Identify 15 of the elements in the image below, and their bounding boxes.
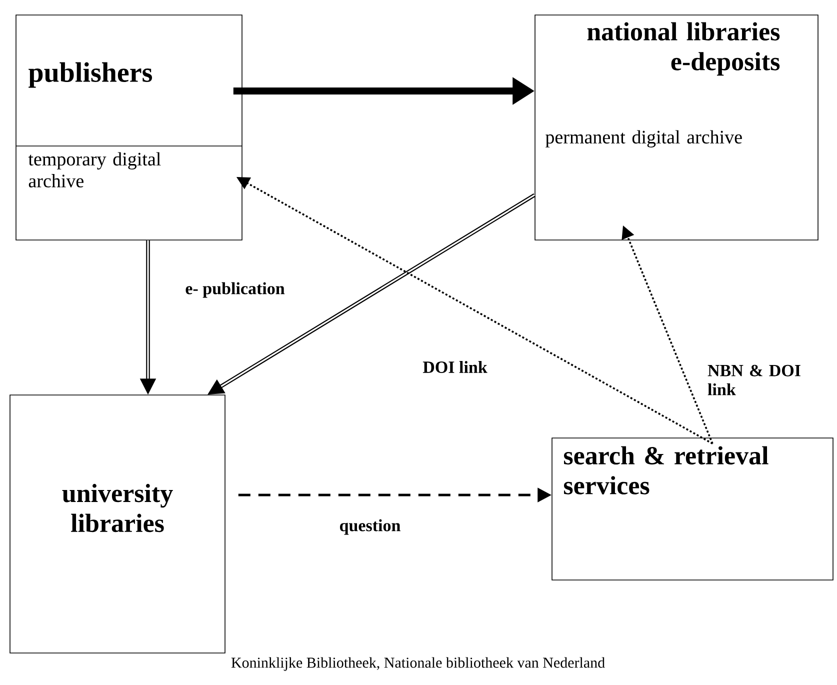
edge-label: question xyxy=(338,518,402,536)
process-box xyxy=(10,394,226,654)
process-box xyxy=(534,14,818,240)
edge-label: e- publication xyxy=(184,281,286,299)
edge-label: NBN & DOI link xyxy=(706,364,804,396)
edge-label: DOI link xyxy=(422,360,488,374)
box-heading: national libraries e-deposits xyxy=(587,22,780,76)
box-label: search & retrieval services xyxy=(564,446,768,494)
box-heading: publishers xyxy=(28,62,152,88)
process-box xyxy=(552,438,834,580)
box-text: permanent digital archive xyxy=(546,130,742,148)
caption: Koninklijke Bibliotheek, Nationale bibliotheek van Nederland xyxy=(231,657,605,671)
process-box xyxy=(16,14,242,240)
box-text: temporary digital archive xyxy=(28,152,161,188)
box-label: university libraries xyxy=(62,484,173,532)
